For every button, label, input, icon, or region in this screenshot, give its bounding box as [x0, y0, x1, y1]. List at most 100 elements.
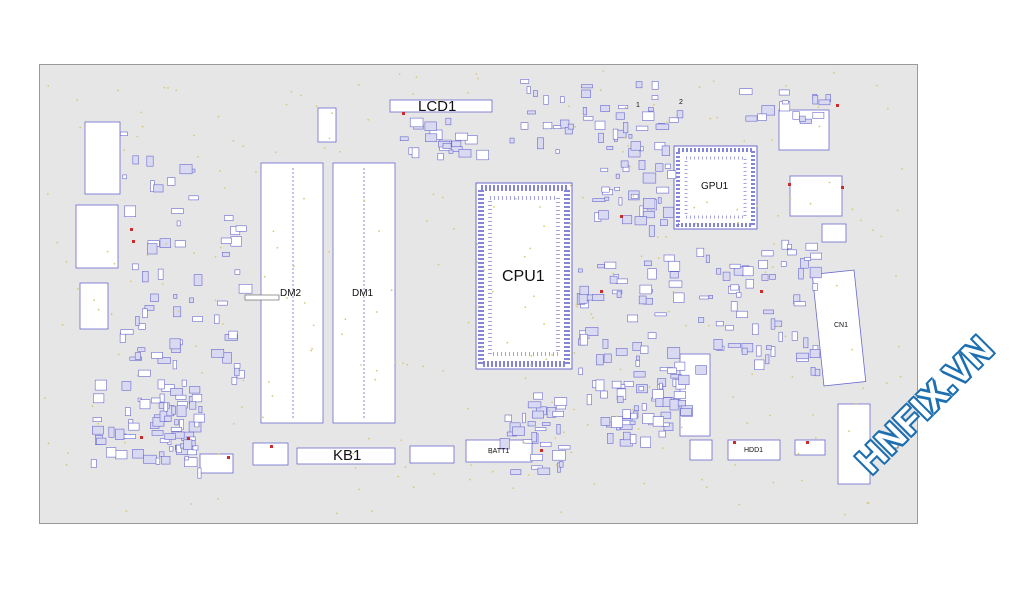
smd-component [170, 388, 183, 396]
via [734, 464, 737, 466]
smd-component [175, 394, 187, 400]
smd-component [652, 389, 664, 400]
via [619, 368, 622, 371]
via [44, 397, 46, 399]
via [367, 437, 370, 440]
smd-component [793, 301, 806, 307]
smd-component [673, 292, 685, 303]
smd-component [181, 379, 187, 387]
smd-component [667, 170, 677, 179]
via [117, 353, 120, 356]
smd-component [741, 266, 754, 277]
smd-component [661, 145, 670, 156]
via [698, 86, 701, 89]
via [738, 503, 741, 506]
via [397, 475, 400, 478]
smd-component [171, 405, 176, 415]
smd-component [586, 394, 592, 406]
smd-component [578, 367, 583, 375]
smd-component [580, 84, 593, 89]
smd-component [601, 186, 610, 193]
via [97, 422, 100, 425]
smd-component [115, 428, 125, 440]
smd-component [713, 338, 723, 350]
via [582, 196, 584, 199]
smd-component [157, 357, 171, 364]
smd-component [638, 386, 644, 392]
smd-component [651, 95, 659, 100]
via [812, 414, 814, 416]
smd-component [128, 422, 140, 431]
smd-component [814, 368, 821, 377]
smd-component [123, 434, 136, 439]
smd-component [643, 198, 656, 209]
via [835, 284, 838, 287]
smd-component [757, 113, 767, 121]
via [481, 346, 483, 349]
smd-component [699, 295, 709, 300]
via [545, 358, 548, 361]
smd-component [174, 419, 179, 426]
via [311, 347, 313, 350]
smd-component [558, 445, 571, 450]
via [576, 305, 578, 308]
smd-component [499, 438, 510, 450]
smd-component [716, 268, 722, 275]
smd-component [579, 285, 589, 296]
hdd-label: HDD1 [744, 447, 764, 454]
kb-connector [296, 447, 396, 465]
smd-component [678, 374, 690, 386]
smd-component [667, 347, 681, 359]
smd-component [173, 306, 182, 318]
smd-component [512, 426, 525, 436]
smd-component [647, 332, 657, 339]
pin1-marker [841, 186, 844, 189]
smd-component [655, 123, 670, 130]
smd-component [448, 149, 454, 154]
smd-component [527, 401, 542, 409]
via [569, 223, 571, 225]
smd-component [643, 260, 652, 266]
via [285, 103, 288, 106]
smd-component [640, 436, 651, 448]
smd-component [635, 125, 649, 131]
smd-component [217, 300, 228, 306]
smd-component [134, 352, 141, 360]
via [705, 486, 708, 489]
smd-component [510, 469, 522, 475]
smd-component [233, 363, 241, 369]
smd-component [765, 345, 772, 350]
smd-component [648, 225, 655, 237]
via [274, 151, 277, 154]
via [263, 275, 266, 278]
smd-component [146, 155, 154, 167]
smd-component [705, 254, 710, 263]
smd-component [812, 283, 818, 291]
pin1-marker [733, 441, 736, 444]
smd-component [641, 111, 655, 121]
smd-component [658, 430, 666, 438]
via [573, 352, 576, 354]
smd-component [673, 391, 686, 399]
smd-component [745, 115, 758, 122]
cn-connector [811, 269, 867, 387]
vias [44, 70, 903, 516]
smd-component [730, 284, 740, 291]
kb-label: KB1 [333, 447, 362, 464]
via [901, 167, 903, 170]
smd-component [224, 215, 234, 221]
smd-component [600, 390, 608, 399]
smd-component [543, 95, 549, 105]
smd-component [614, 187, 621, 191]
smd-component [142, 271, 149, 283]
smd-component [504, 414, 512, 422]
smd-component [611, 416, 623, 428]
dm1-label: DM1 [352, 288, 374, 299]
smd-component [778, 331, 783, 342]
smd-component [736, 292, 742, 298]
via [631, 408, 634, 411]
smd-component [556, 462, 561, 473]
via [551, 401, 553, 404]
smd-component [729, 263, 741, 269]
